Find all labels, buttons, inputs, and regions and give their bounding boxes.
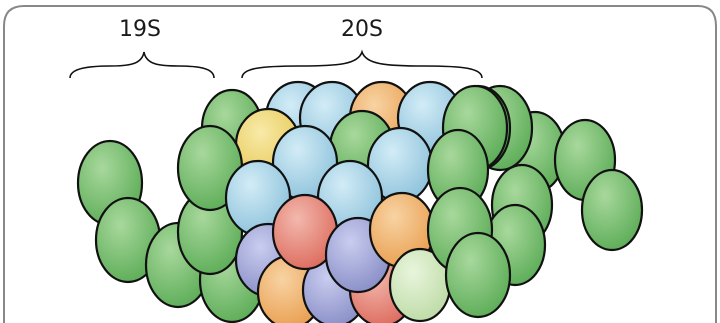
subunit-cluster [76,80,644,323]
label-19s: 19S [119,17,161,42]
diagram-frame [3,5,717,323]
bracket-20s [241,49,483,79]
bracket-19s [69,51,215,79]
regulatory-subunit-green-36 [444,231,512,319]
regulatory-subunit-green-4 [580,168,644,252]
label-20s: 20S [341,17,383,42]
